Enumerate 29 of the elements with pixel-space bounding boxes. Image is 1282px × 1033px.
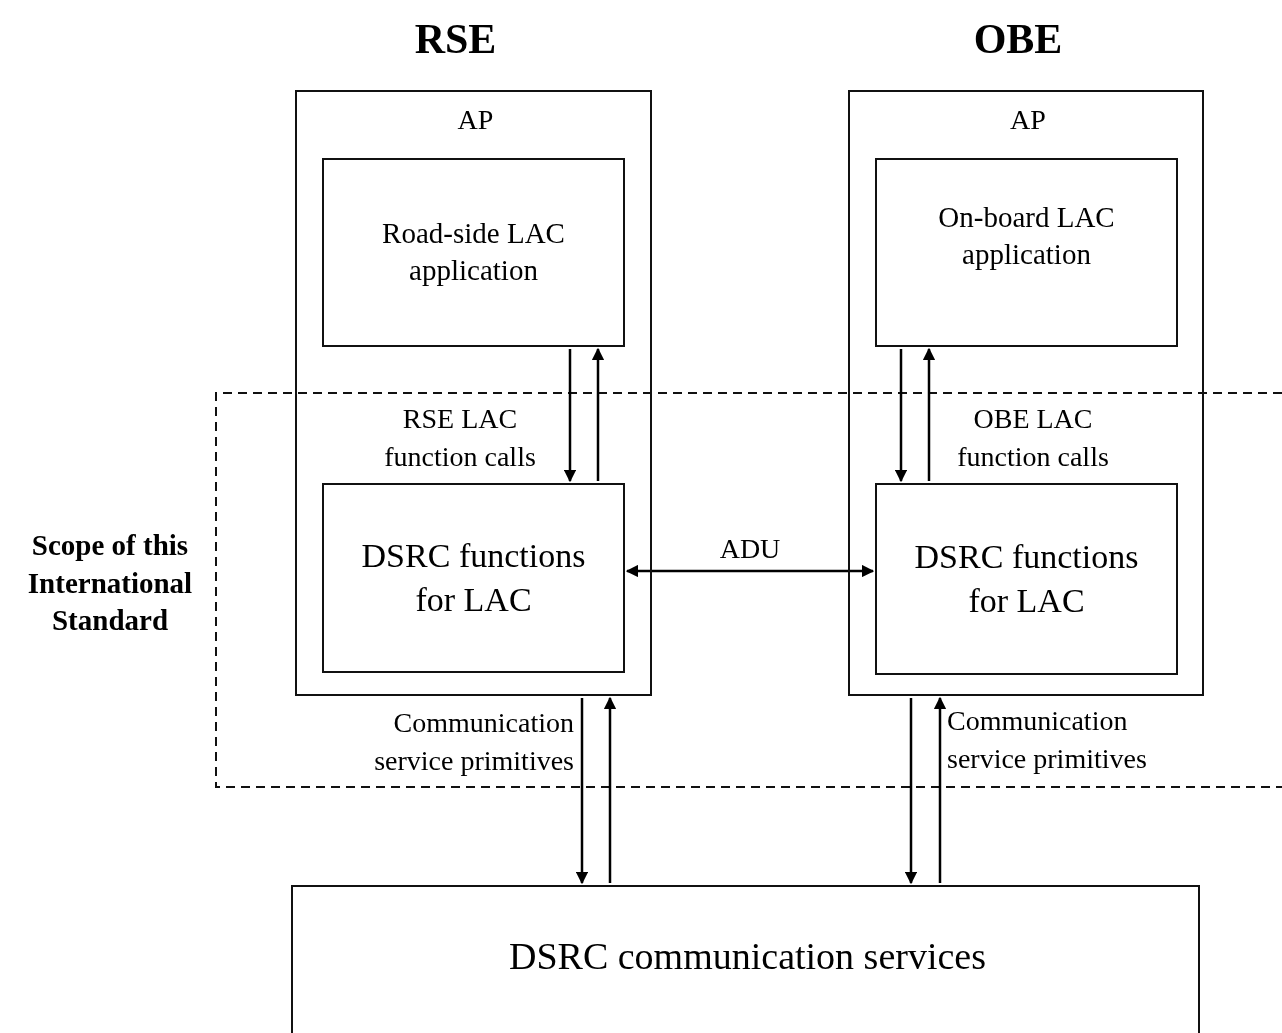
column-heading: RSE [413, 15, 498, 64]
service-box [291, 885, 1200, 1033]
arrow [591, 347, 605, 481]
arrow [922, 347, 936, 481]
edge-label: ADU [718, 532, 782, 566]
arrow [575, 698, 589, 885]
function-box [875, 483, 1178, 675]
scope-label: Scope of this International Standard [26, 528, 194, 639]
box-title: AP [1009, 103, 1047, 137]
function-box [322, 158, 625, 347]
edge-label: OBE LAC function calls [956, 402, 1110, 475]
arrow [603, 696, 617, 883]
edge-label: Communication service primitives [947, 704, 1148, 777]
arrow [625, 564, 875, 578]
edge-label: RSE LAC function calls [383, 402, 537, 475]
column-heading: OBE [972, 15, 1064, 64]
box-label: On-board LAC application [937, 199, 1116, 273]
arrow [933, 696, 947, 883]
function-box [875, 158, 1178, 347]
arrow [563, 349, 577, 483]
box-label: DSRC communication services [507, 934, 987, 979]
box-label: DSRC functions for LAC [913, 536, 1140, 621]
box-label: DSRC functions for LAC [360, 535, 587, 620]
arrow [894, 349, 908, 483]
box-title: AP [456, 103, 495, 137]
function-box [322, 483, 625, 673]
arrow [904, 698, 918, 885]
edge-label: Communication service primitives [373, 706, 574, 779]
box-label: Road-side LAC application [381, 215, 566, 289]
